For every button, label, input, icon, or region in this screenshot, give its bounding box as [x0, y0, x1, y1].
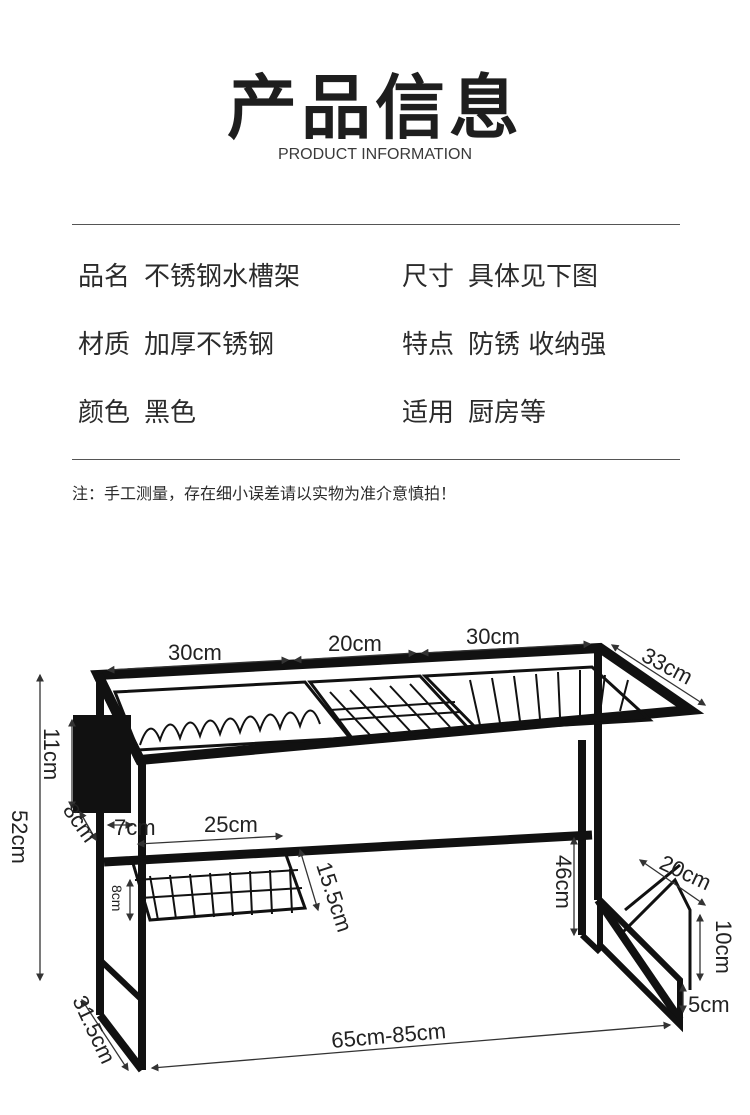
spec-key: 品名: [78, 262, 131, 292]
spec-key: 适用: [402, 398, 455, 428]
dim-lower-basket-depth: 15.5cm: [311, 859, 357, 935]
dim-board-holder-height: 10cm: [711, 920, 736, 974]
spec-value: 具体见下图: [468, 262, 599, 292]
dim-lower-basket-height: 8cm: [109, 885, 125, 911]
spec-key: 颜色: [78, 398, 131, 428]
spec-feature: 特点防锈 收纳强: [402, 324, 606, 361]
divider-bottom: [72, 459, 680, 460]
dim-total-height: 52cm: [7, 810, 32, 864]
dim-lower-basket-length: 25cm: [204, 812, 258, 837]
spec-value: 厨房等: [468, 398, 547, 428]
spec-usage: 适用厨房等: [402, 392, 546, 429]
spec-material: 材质加厚不锈钢: [78, 324, 274, 361]
dim-top-left-basket: 30cm: [168, 640, 222, 665]
dimension-lines: [36, 640, 707, 1072]
dim-board-holder-gap: 5cm: [688, 992, 730, 1017]
spec-key: 尺寸: [402, 262, 455, 292]
dim-width-range: 65cm-85cm: [330, 1018, 447, 1053]
spec-name: 品名不锈钢水槽架: [78, 256, 300, 293]
spec-value: 不锈钢水槽架: [144, 262, 301, 292]
dish-rack-illustration: [73, 642, 705, 1073]
divider-top: [72, 224, 680, 225]
dim-lower-basket-offset: 7cm: [114, 815, 156, 840]
dim-top-right-basket: 30cm: [466, 624, 520, 649]
dim-top-middle-basket: 20cm: [328, 631, 382, 656]
dim-clearance-height: 46cm: [551, 855, 576, 909]
spec-key: 材质: [78, 330, 131, 360]
spec-color: 颜色黑色: [78, 392, 196, 429]
page-title: 产品信息: [227, 67, 523, 149]
measurement-note: 注：手工测量，存在细小误差请以实物为准介意慎拍！: [72, 484, 457, 503]
spec-value: 防锈 收纳强: [468, 330, 607, 360]
rack-dimension-diagram: 30cm 20cm 30cm 33cm 11cm 52cm 8cm 7cm 25…: [7, 624, 736, 1073]
dim-utensil-cup-height: 11cm: [39, 728, 64, 780]
page-subtitle: PRODUCT INFORMATION: [277, 146, 473, 163]
spec-size: 尺寸具体见下图: [402, 256, 598, 293]
spec-value: 黑色: [144, 398, 197, 428]
spec-key: 特点: [402, 330, 455, 360]
spec-value: 加厚不锈钢: [144, 330, 275, 360]
